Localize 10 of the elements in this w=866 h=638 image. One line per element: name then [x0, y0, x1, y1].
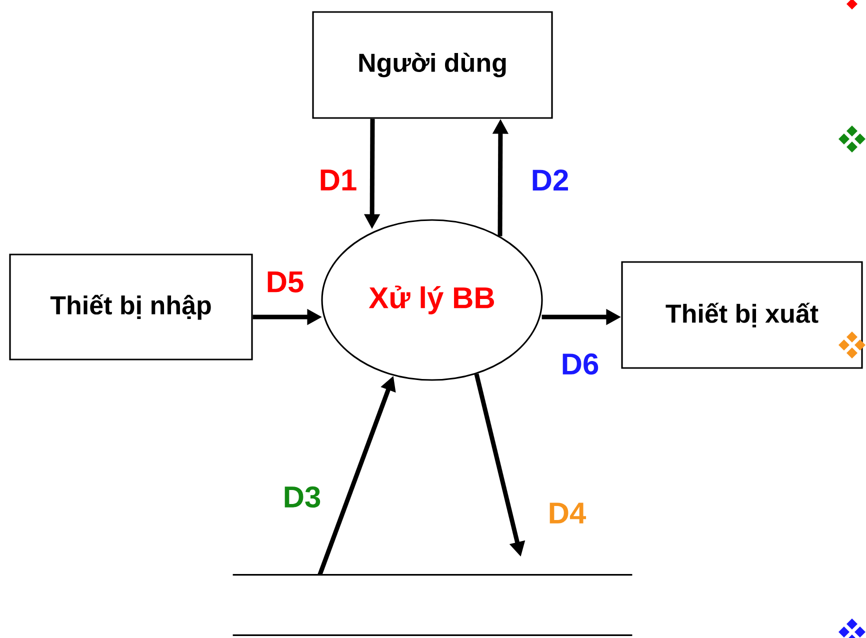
edge-label: D5 — [268, 272, 304, 292]
edge-label: D1 — [320, 170, 356, 190]
process-box: Thiết bị xuất — [621, 261, 863, 369]
edge-label: D4 — [550, 502, 586, 524]
edge-label: D6 — [562, 353, 598, 375]
edge-label: D2 — [532, 170, 568, 190]
data-store — [232, 574, 632, 636]
process-box: Thiết bị nhập — [9, 254, 253, 360]
edge-label: D3 — [284, 486, 320, 508]
process-box: Người dùng — [312, 11, 553, 119]
